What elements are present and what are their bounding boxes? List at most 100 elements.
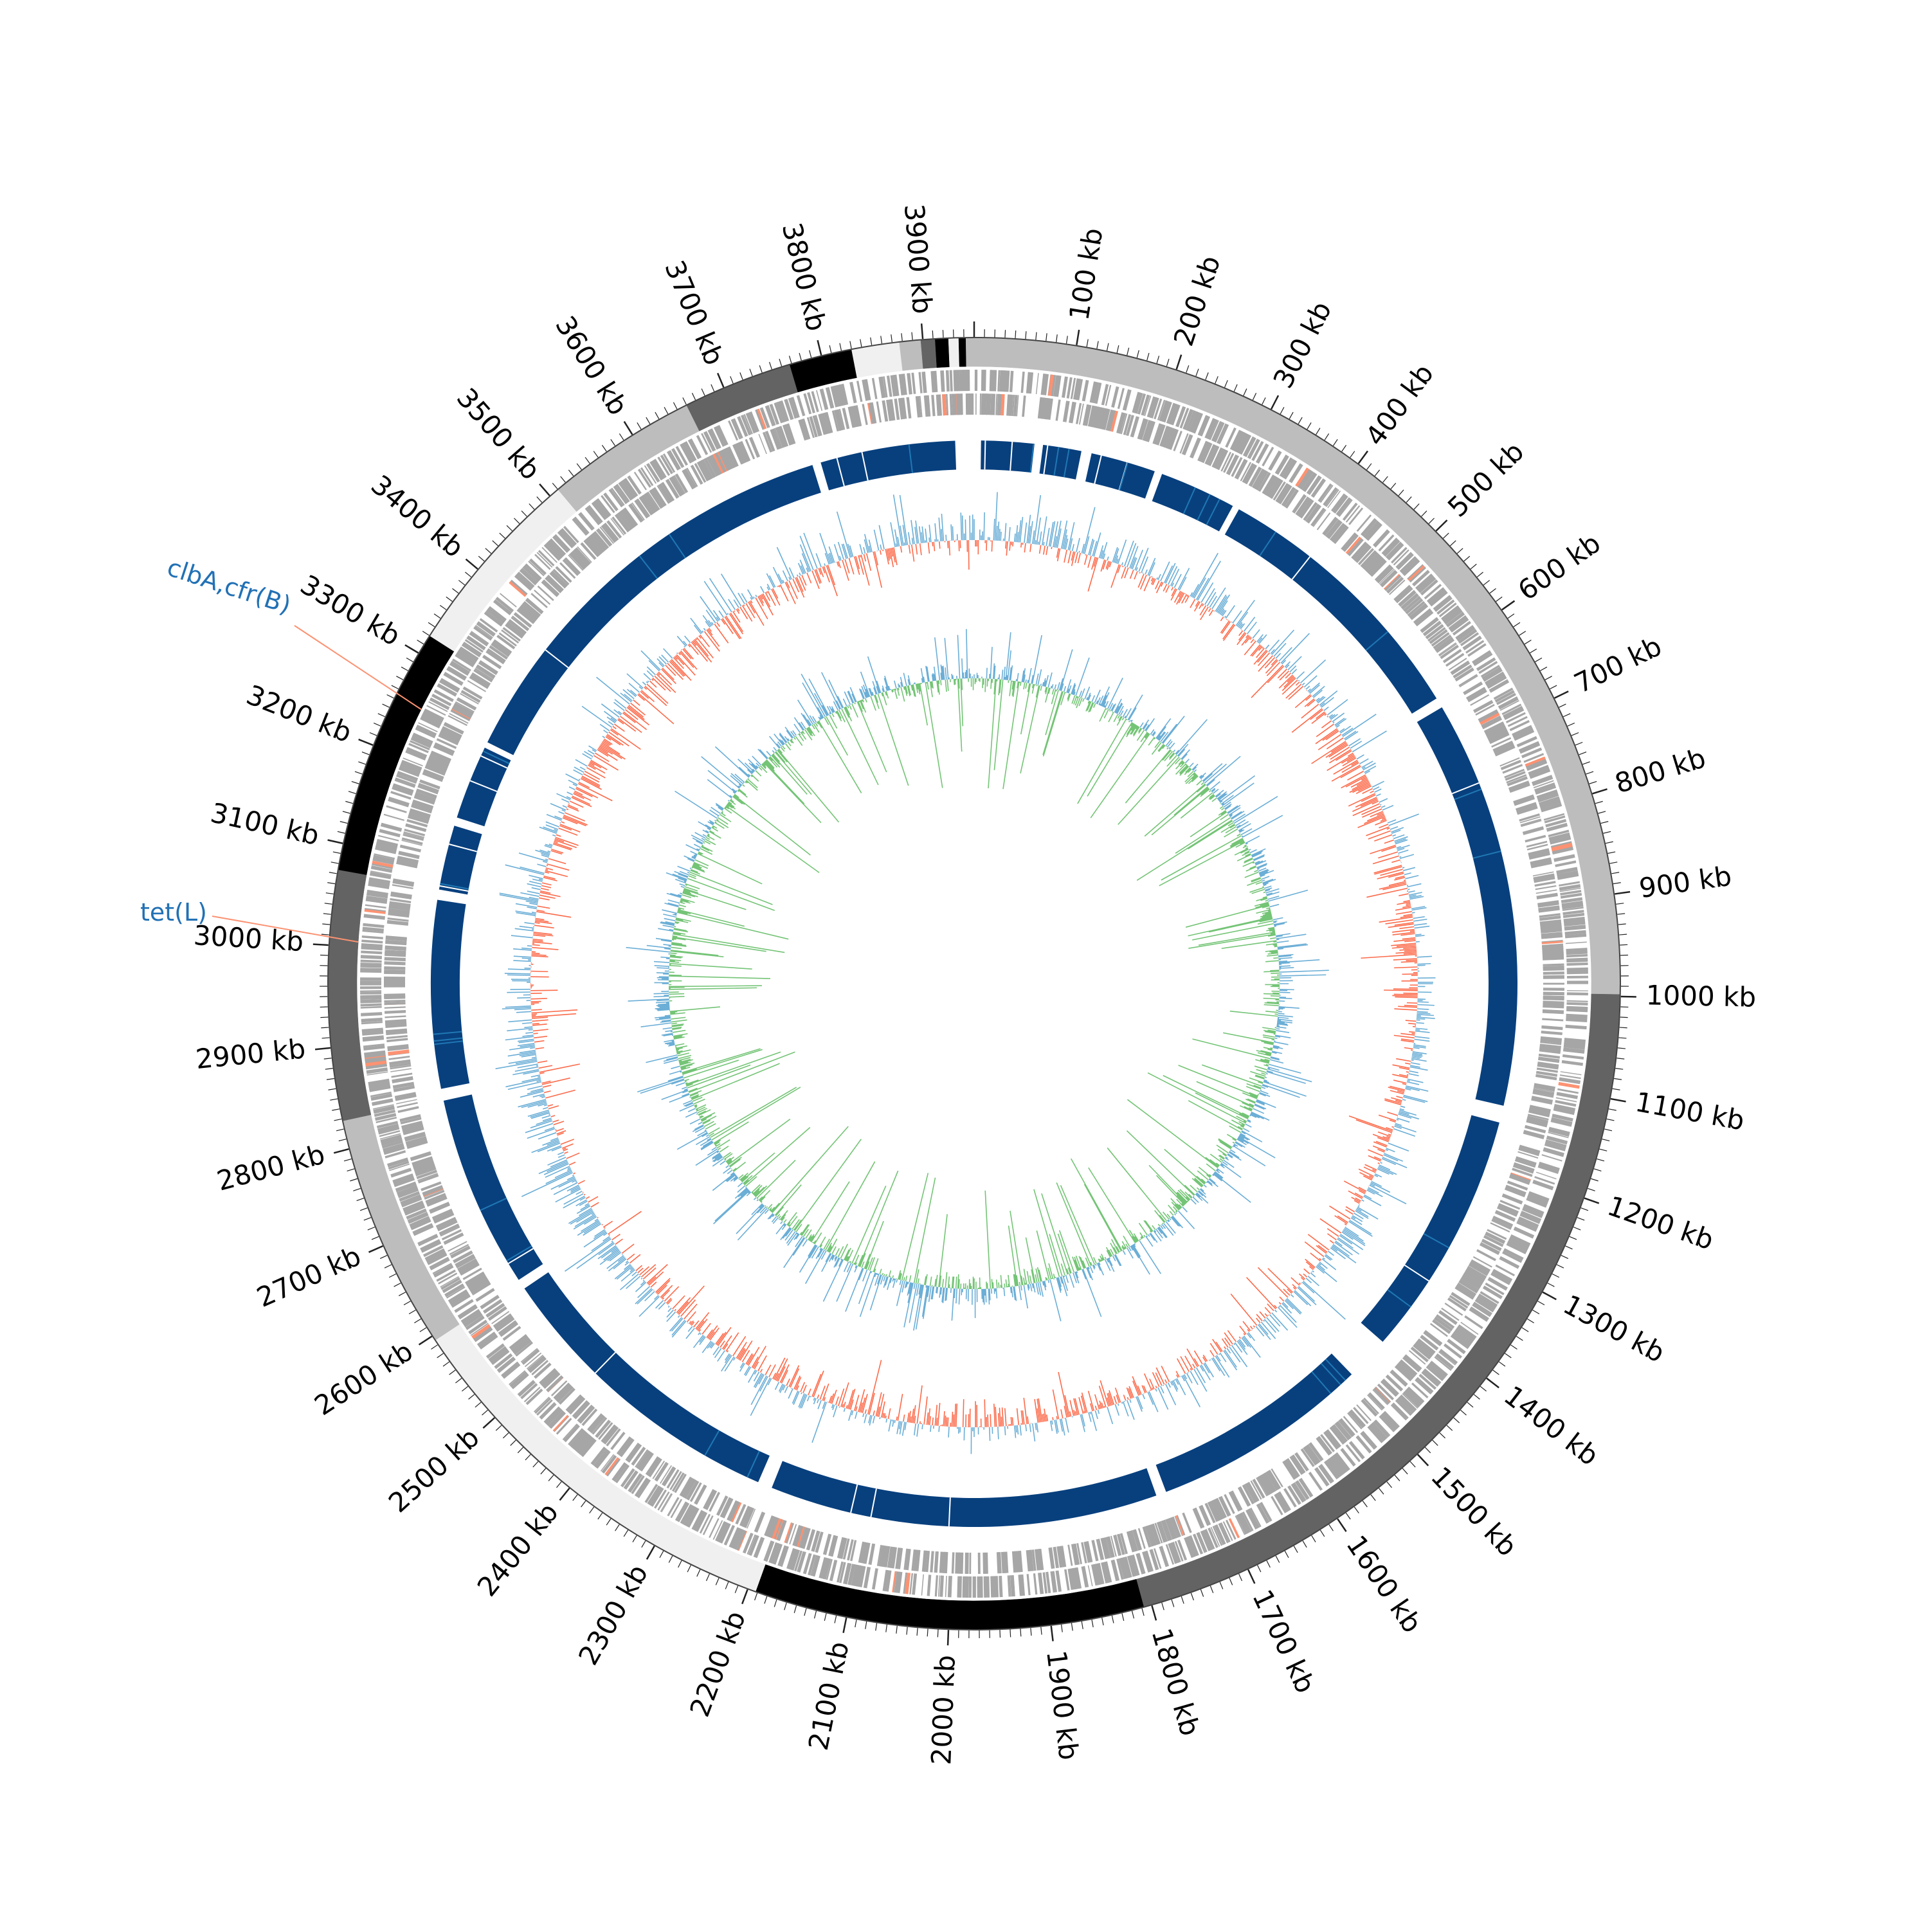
minor-tick xyxy=(1285,1551,1289,1558)
contig-segment xyxy=(921,339,937,368)
minor-tick xyxy=(1406,497,1411,503)
cds-feature xyxy=(360,1001,381,1002)
cds-feature xyxy=(946,394,948,415)
contig-segment xyxy=(935,338,950,368)
minor-tick xyxy=(687,1565,691,1572)
minor-tick xyxy=(577,464,581,470)
cds-feature xyxy=(1566,949,1588,950)
cds-feature xyxy=(1044,1573,1046,1594)
scale-label: 2400 kb xyxy=(471,1497,565,1602)
scale-label: 1300 kb xyxy=(1558,1288,1670,1369)
minor-tick xyxy=(660,1551,664,1558)
minor-tick xyxy=(1525,640,1531,644)
major-tick xyxy=(334,1149,349,1153)
minor-tick xyxy=(615,1524,620,1531)
minor-tick xyxy=(1215,376,1218,383)
minor-tick xyxy=(399,1292,406,1296)
cds-feature xyxy=(1508,717,1527,726)
cds-feature xyxy=(932,371,934,392)
minor-tick xyxy=(1471,564,1476,569)
minor-tick xyxy=(332,1109,340,1110)
cds-feature xyxy=(1566,959,1588,960)
minor-tick xyxy=(770,362,772,369)
major-tick xyxy=(1543,1292,1556,1299)
cds-feature xyxy=(361,941,383,942)
minor-tick xyxy=(1329,1524,1334,1531)
cds-feature xyxy=(939,1575,940,1596)
minor-tick xyxy=(1320,1530,1324,1537)
minor-tick xyxy=(901,333,902,341)
contig-segment xyxy=(900,339,923,370)
blast-block xyxy=(431,899,469,1088)
minor-tick xyxy=(533,1461,538,1467)
minor-tick xyxy=(465,572,471,577)
cds-feature xyxy=(1543,958,1564,959)
minor-tick xyxy=(446,597,453,601)
major-tick xyxy=(1502,601,1515,610)
minor-tick xyxy=(1410,1461,1415,1467)
minor-tick xyxy=(624,1530,628,1537)
minor-tick xyxy=(1533,1310,1539,1314)
minor-tick xyxy=(637,422,641,429)
minor-tick xyxy=(357,1198,364,1201)
minor-tick xyxy=(541,1468,546,1474)
cds-feature xyxy=(964,370,965,391)
minor-tick xyxy=(440,606,446,610)
scale-label: 600 kb xyxy=(1512,527,1606,607)
cds-feature xyxy=(1543,964,1564,965)
minor-tick xyxy=(455,1378,462,1383)
minor-tick xyxy=(1608,852,1615,853)
cds-feature xyxy=(361,944,383,946)
minor-tick xyxy=(1162,1603,1164,1610)
minor-tick xyxy=(511,1440,516,1445)
cds-feature xyxy=(1535,882,1556,886)
major-tick xyxy=(1337,1519,1346,1531)
cds-feature xyxy=(923,372,925,393)
minor-tick xyxy=(1597,1159,1604,1161)
rna-feature xyxy=(388,1051,409,1054)
cds-feature xyxy=(990,370,991,391)
minor-tick xyxy=(606,1519,611,1525)
minor-tick xyxy=(840,343,841,351)
scale-label: 400 kb xyxy=(1359,358,1440,451)
major-tick xyxy=(1359,451,1368,464)
minor-tick xyxy=(1363,1501,1367,1507)
rna-feature xyxy=(907,1573,909,1594)
major-tick xyxy=(1487,1378,1499,1388)
minor-tick xyxy=(784,1603,786,1610)
minor-tick xyxy=(1490,588,1496,593)
minor-tick xyxy=(871,338,872,345)
minor-tick xyxy=(730,376,733,383)
minor-tick xyxy=(1041,1627,1042,1635)
minor-tick xyxy=(1127,348,1129,356)
minor-tick xyxy=(755,1593,757,1600)
scale-label: 200 kb xyxy=(1168,252,1227,350)
minor-tick xyxy=(1460,1410,1466,1415)
minor-tick xyxy=(1620,1027,1627,1028)
cds-feature xyxy=(385,962,406,963)
minor-tick xyxy=(810,350,811,358)
cds-feature xyxy=(873,378,876,399)
minor-tick xyxy=(1422,511,1427,517)
minor-tick xyxy=(1117,345,1119,353)
minor-tick xyxy=(1395,1475,1400,1481)
scale-label: 2100 kb xyxy=(802,1639,855,1753)
cds-feature xyxy=(940,395,941,416)
cds-feature xyxy=(946,1576,947,1597)
major-tick xyxy=(624,422,633,435)
minor-tick xyxy=(333,852,341,853)
scale-label: 1000 kb xyxy=(1645,979,1756,1013)
cds-feature xyxy=(798,395,804,416)
cds-feature xyxy=(1567,994,1588,995)
minor-tick xyxy=(380,1256,387,1259)
minor-tick xyxy=(611,439,615,446)
minor-tick xyxy=(338,831,345,833)
minor-tick xyxy=(1087,339,1088,347)
minor-tick xyxy=(325,1069,333,1070)
cds-feature xyxy=(1503,1195,1523,1203)
minor-tick xyxy=(1371,1495,1375,1501)
cds-feature xyxy=(1563,914,1584,917)
minor-tick xyxy=(378,714,385,717)
minor-tick xyxy=(1303,1541,1307,1548)
cds-feature xyxy=(1566,1009,1588,1010)
